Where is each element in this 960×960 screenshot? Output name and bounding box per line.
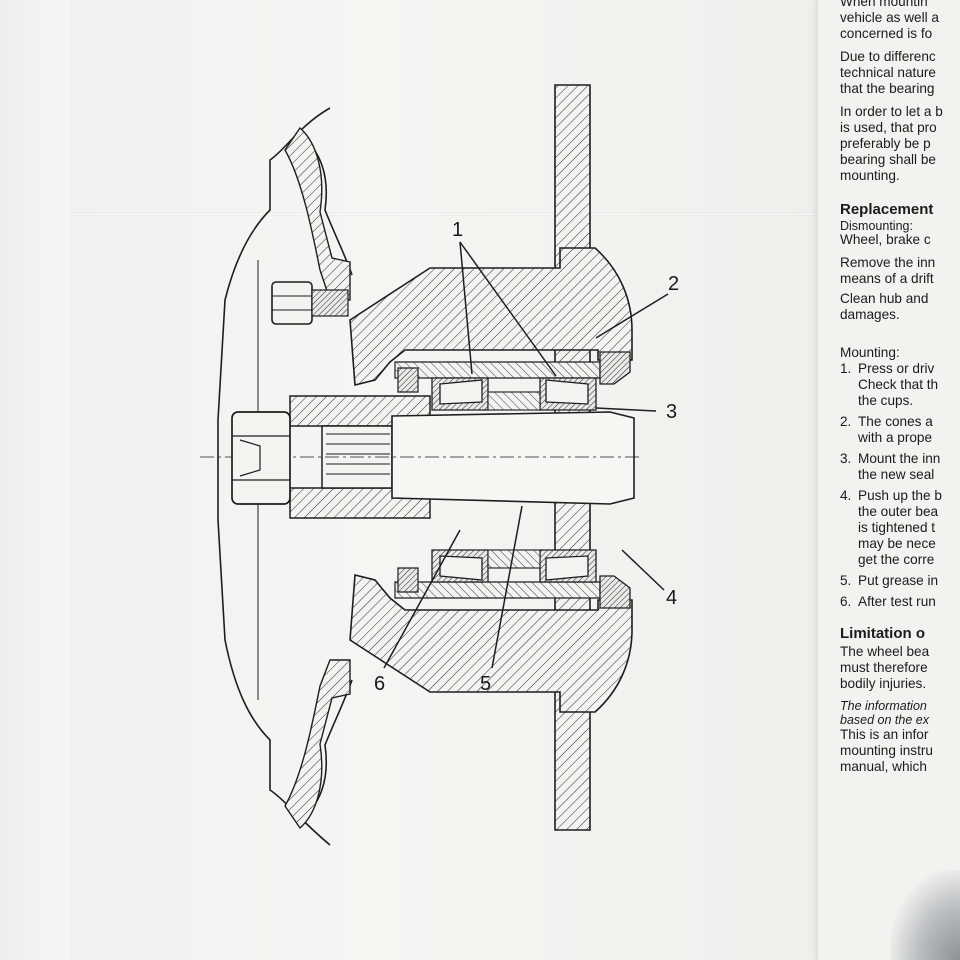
outer-race-bottom bbox=[394, 581, 601, 599]
paper-fold bbox=[70, 212, 960, 216]
callout-1: 1 bbox=[452, 219, 463, 241]
callout-2: 2 bbox=[668, 273, 679, 295]
info-para: This is an infor mounting instru manual,… bbox=[840, 727, 933, 774]
dismount-line-1: Wheel, brake c bbox=[840, 232, 931, 247]
text-column-sheet: When mountin vehicle as well a concerned… bbox=[818, 0, 960, 960]
axle-shaft bbox=[200, 395, 640, 519]
axle-nut bbox=[231, 411, 291, 505]
wheel-stud bbox=[271, 281, 349, 325]
callout-6: 6 bbox=[374, 673, 385, 695]
hub-upper bbox=[349, 247, 633, 387]
callout-5: 5 bbox=[480, 673, 491, 695]
rim-flange-bottom bbox=[284, 659, 351, 830]
tapered-bearing-top-inner bbox=[431, 377, 489, 411]
tapered-bearing-bottom-inner bbox=[431, 549, 489, 583]
mounting-label: Mounting: bbox=[840, 345, 900, 360]
paragraph-order: In order to let a b is used, that pro pr… bbox=[840, 104, 943, 183]
clean-para: Clean hub and damages. bbox=[840, 291, 929, 322]
outer-race-top bbox=[394, 361, 601, 379]
page-curl-shadow bbox=[890, 870, 960, 960]
tapered-bearing-top-outer bbox=[539, 377, 597, 411]
step-6: 6.After test run bbox=[840, 594, 936, 609]
spacer-top bbox=[487, 391, 541, 411]
paragraph-differences: Due to differenc technical nature that t… bbox=[840, 49, 936, 96]
heading-limitation: Limitation o bbox=[840, 625, 925, 642]
heading-replacement: Replacement bbox=[840, 201, 934, 218]
dismounting-label: Dismounting: bbox=[840, 219, 913, 233]
limitation-para: The wheel bea must therefore bodily inju… bbox=[840, 644, 930, 691]
wheel-hub-cross-section-diagram: 1 2 3 4 5 6 bbox=[200, 84, 679, 846]
callout-3: 3 bbox=[666, 401, 677, 423]
info-italic: The information based on the ex bbox=[840, 699, 929, 727]
background-margin bbox=[0, 0, 70, 960]
callout-4: 4 bbox=[666, 587, 677, 609]
grease-seal bbox=[397, 351, 631, 609]
hub-lower bbox=[349, 573, 633, 713]
tapered-bearing-bottom-outer bbox=[539, 549, 597, 583]
text-column: When mountin vehicle as well a concerned… bbox=[840, 0, 960, 775]
intro-paragraph: When mountin vehicle as well a concerned… bbox=[840, 0, 939, 41]
step-5: 5.Put grease in bbox=[840, 573, 939, 588]
callout-leaders bbox=[383, 241, 669, 669]
dismount-para: Remove the inn means of a drift bbox=[840, 255, 936, 286]
